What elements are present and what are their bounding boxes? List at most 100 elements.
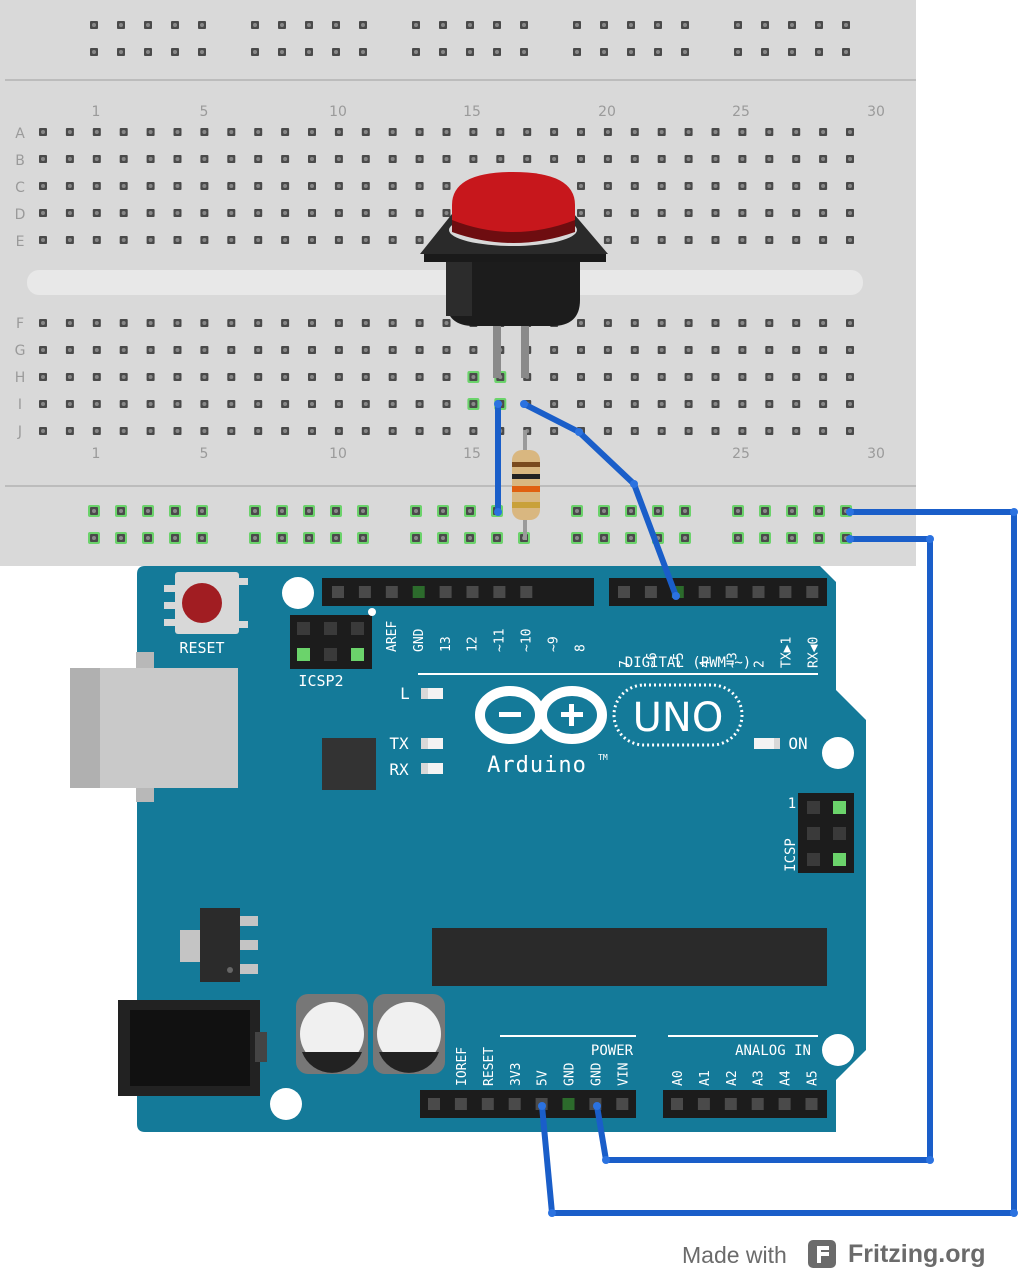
header-pin-label: ~10 bbox=[520, 629, 535, 652]
breadboard-power-rails bbox=[88, 21, 852, 544]
fritzing-brand: Fritzing.org bbox=[848, 1240, 986, 1268]
icsp-header bbox=[798, 793, 854, 873]
header-pin-label: A5 bbox=[806, 1070, 821, 1086]
header-pin bbox=[358, 586, 371, 598]
row-letter: H bbox=[15, 370, 26, 386]
header-pin bbox=[412, 586, 425, 598]
header-pin bbox=[454, 1098, 467, 1110]
row-letter: I bbox=[18, 397, 22, 413]
header-pin bbox=[752, 586, 765, 598]
uno-model-label: UNO bbox=[633, 695, 724, 741]
header-pin bbox=[520, 586, 533, 598]
icsp2-header bbox=[290, 608, 376, 669]
header-pin bbox=[508, 1098, 521, 1110]
header-pin-label: 2 bbox=[753, 660, 768, 668]
header-pin-label: A4 bbox=[779, 1070, 794, 1086]
header-pin-label: A2 bbox=[725, 1070, 740, 1086]
header-pin-label: VIN bbox=[616, 1063, 631, 1086]
capacitor bbox=[296, 994, 368, 1074]
capacitor bbox=[373, 994, 445, 1074]
row-letter: F bbox=[16, 316, 24, 332]
icsp2-label: ICSP2 bbox=[298, 672, 343, 690]
header-pin bbox=[751, 1098, 764, 1110]
power-jack bbox=[118, 1000, 267, 1096]
header-pin bbox=[332, 586, 344, 598]
mounting-hole bbox=[822, 737, 854, 769]
icsp-pin1-label: 1 bbox=[788, 796, 796, 812]
led-tx-label: TX bbox=[389, 734, 409, 753]
wires bbox=[494, 400, 1018, 1217]
header-pin-label: IOREF bbox=[455, 1047, 470, 1086]
breadboard: 1 5 10 15 20 25 30 1 5 10 15 25 30 A B C… bbox=[0, 0, 916, 566]
arduino-brand: Arduino bbox=[487, 753, 587, 778]
footer: Made with Fritzing.org bbox=[678, 1236, 1018, 1272]
voltage-regulator bbox=[180, 908, 258, 982]
reset-button[interactable] bbox=[164, 572, 248, 634]
header-pin bbox=[697, 1098, 710, 1110]
row-letters: A B C D E F G H I J bbox=[15, 126, 26, 440]
analog-header bbox=[663, 1090, 827, 1118]
analog-header-label: ANALOG IN bbox=[735, 1043, 811, 1059]
wire-button-to-pin2 bbox=[521, 401, 679, 599]
header-pin bbox=[724, 1098, 737, 1110]
microcontroller-chip bbox=[432, 928, 827, 986]
led-on-label: ON bbox=[788, 734, 807, 753]
header-pin-label: ~5 bbox=[672, 652, 687, 668]
header-pin-label: 3V3 bbox=[509, 1063, 524, 1086]
header-pin-label: A0 bbox=[671, 1070, 686, 1086]
mounting-hole bbox=[822, 1034, 854, 1066]
column-number: 30 bbox=[867, 104, 885, 120]
column-number: 25 bbox=[732, 104, 750, 120]
header-pin-label: 5V bbox=[536, 1070, 551, 1086]
column-number: 10 bbox=[329, 446, 347, 462]
trademark: TM bbox=[598, 753, 608, 762]
column-number: 1 bbox=[92, 446, 101, 462]
header-pin-label: ~6 bbox=[645, 652, 660, 668]
usb-connector bbox=[70, 652, 238, 802]
mounting-hole bbox=[282, 577, 314, 609]
column-number: 1 bbox=[92, 104, 101, 120]
digital-header-label: DIGITAL (PWM=~) bbox=[625, 655, 751, 671]
header-pin-label: 12 bbox=[466, 636, 481, 652]
header-pin bbox=[428, 1098, 440, 1110]
arduino-uno-board: RESET ICSP2 bbox=[70, 566, 866, 1132]
row-letter: G bbox=[15, 343, 26, 359]
header-pin-label: RESET bbox=[482, 1047, 497, 1086]
header-pin-label: GND bbox=[412, 628, 427, 652]
header-pin-label: RX◀0 bbox=[806, 637, 821, 668]
column-number: 15 bbox=[463, 446, 481, 462]
header-pin-label: A3 bbox=[752, 1070, 767, 1086]
arduino-logo bbox=[475, 686, 607, 744]
usb-chip bbox=[322, 738, 376, 790]
reset-label: RESET bbox=[179, 639, 224, 657]
column-numbers-top: 1 5 10 15 20 25 30 bbox=[92, 104, 885, 120]
header-pin bbox=[778, 1098, 791, 1110]
uno-badge bbox=[612, 683, 744, 747]
header-pin bbox=[671, 1098, 683, 1110]
header-pin-label: 8 bbox=[573, 644, 588, 652]
header-pin bbox=[618, 586, 630, 598]
header-pin-label: TX▶1 bbox=[779, 637, 794, 668]
power-header-label: POWER bbox=[591, 1043, 634, 1059]
row-letter: J bbox=[17, 424, 22, 440]
header-pin bbox=[725, 586, 738, 598]
header-pin-label: ~9 bbox=[546, 636, 561, 652]
mounting-hole bbox=[270, 1088, 302, 1120]
icsp-label: ICSP bbox=[783, 838, 799, 872]
header-pin-label: GND bbox=[563, 1062, 578, 1086]
made-with-text: Made with bbox=[682, 1242, 787, 1268]
column-number: 10 bbox=[329, 104, 347, 120]
header-pin-label: 13 bbox=[439, 636, 454, 652]
digital-header-right bbox=[609, 578, 827, 606]
row-letter: E bbox=[16, 234, 25, 250]
column-number: 20 bbox=[598, 104, 616, 120]
row-letter: A bbox=[15, 126, 25, 142]
push-button[interactable] bbox=[420, 172, 608, 378]
column-numbers-bottom: 1 5 10 15 25 30 bbox=[92, 446, 885, 462]
column-number: 5 bbox=[200, 446, 209, 462]
row-letter: C bbox=[15, 180, 25, 196]
